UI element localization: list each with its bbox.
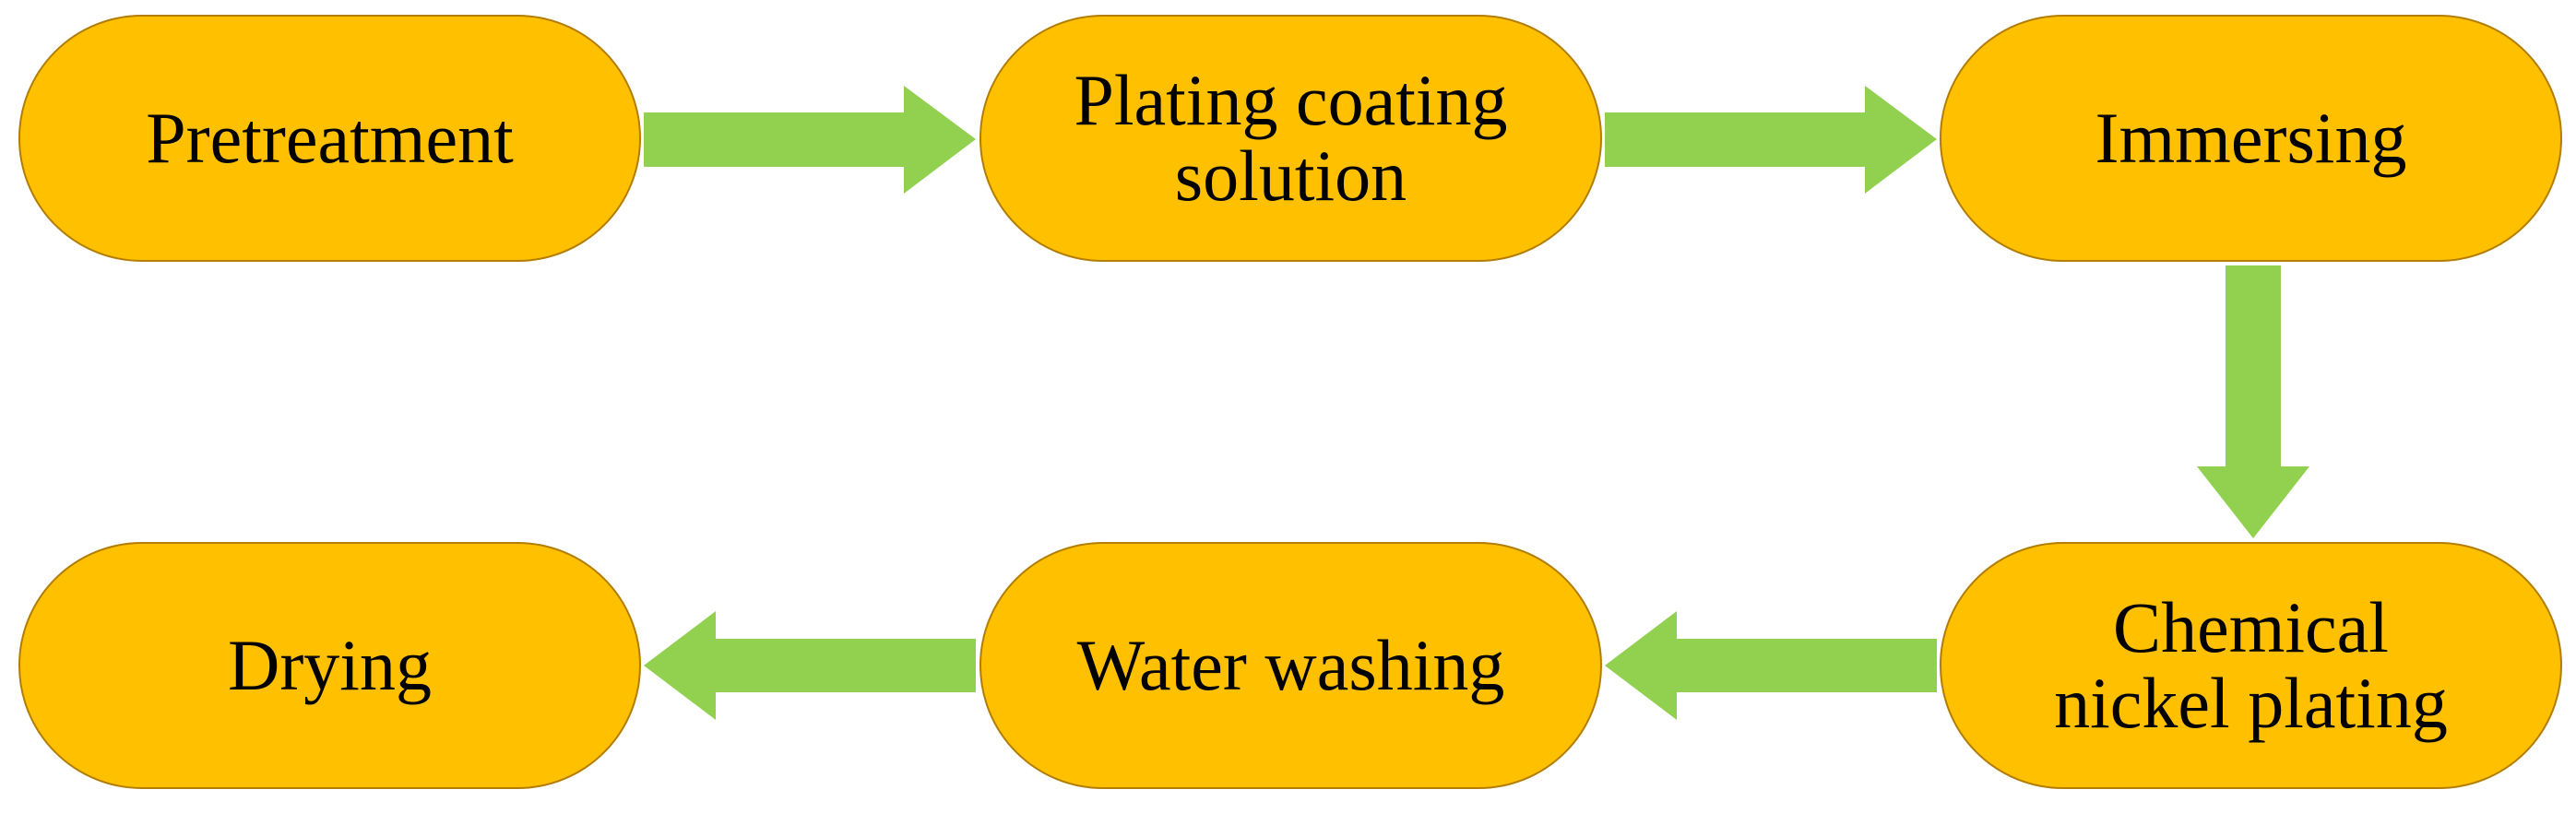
node-chemical-nickel-plating: Chemical nickel plating bbox=[1940, 542, 2562, 789]
node-immersing: Immersing bbox=[1940, 15, 2562, 262]
node-plating-coating-solution-label: Plating coating solution bbox=[1074, 60, 1508, 216]
node-water-washing: Water washing bbox=[979, 542, 1602, 789]
node-chemical-nickel-plating-label: Chemical nickel plating bbox=[2054, 587, 2448, 743]
node-plating-coating-solution: Plating coating solution bbox=[979, 15, 1602, 262]
node-drying: Drying bbox=[18, 542, 641, 789]
arrow-pretreatment-to-plating bbox=[644, 86, 976, 194]
arrow-water-washing-to-drying bbox=[644, 611, 976, 720]
arrow-immersing-to-chemical bbox=[2197, 265, 2309, 538]
node-drying-label: Drying bbox=[228, 625, 432, 706]
node-immersing-label: Immersing bbox=[2095, 98, 2407, 179]
node-water-washing-label: Water washing bbox=[1076, 625, 1505, 706]
arrow-chemical-to-water-washing bbox=[1605, 611, 1937, 720]
arrow-plating-to-immersing bbox=[1605, 86, 1937, 194]
node-pretreatment: Pretreatment bbox=[18, 15, 641, 262]
node-pretreatment-label: Pretreatment bbox=[146, 98, 514, 179]
